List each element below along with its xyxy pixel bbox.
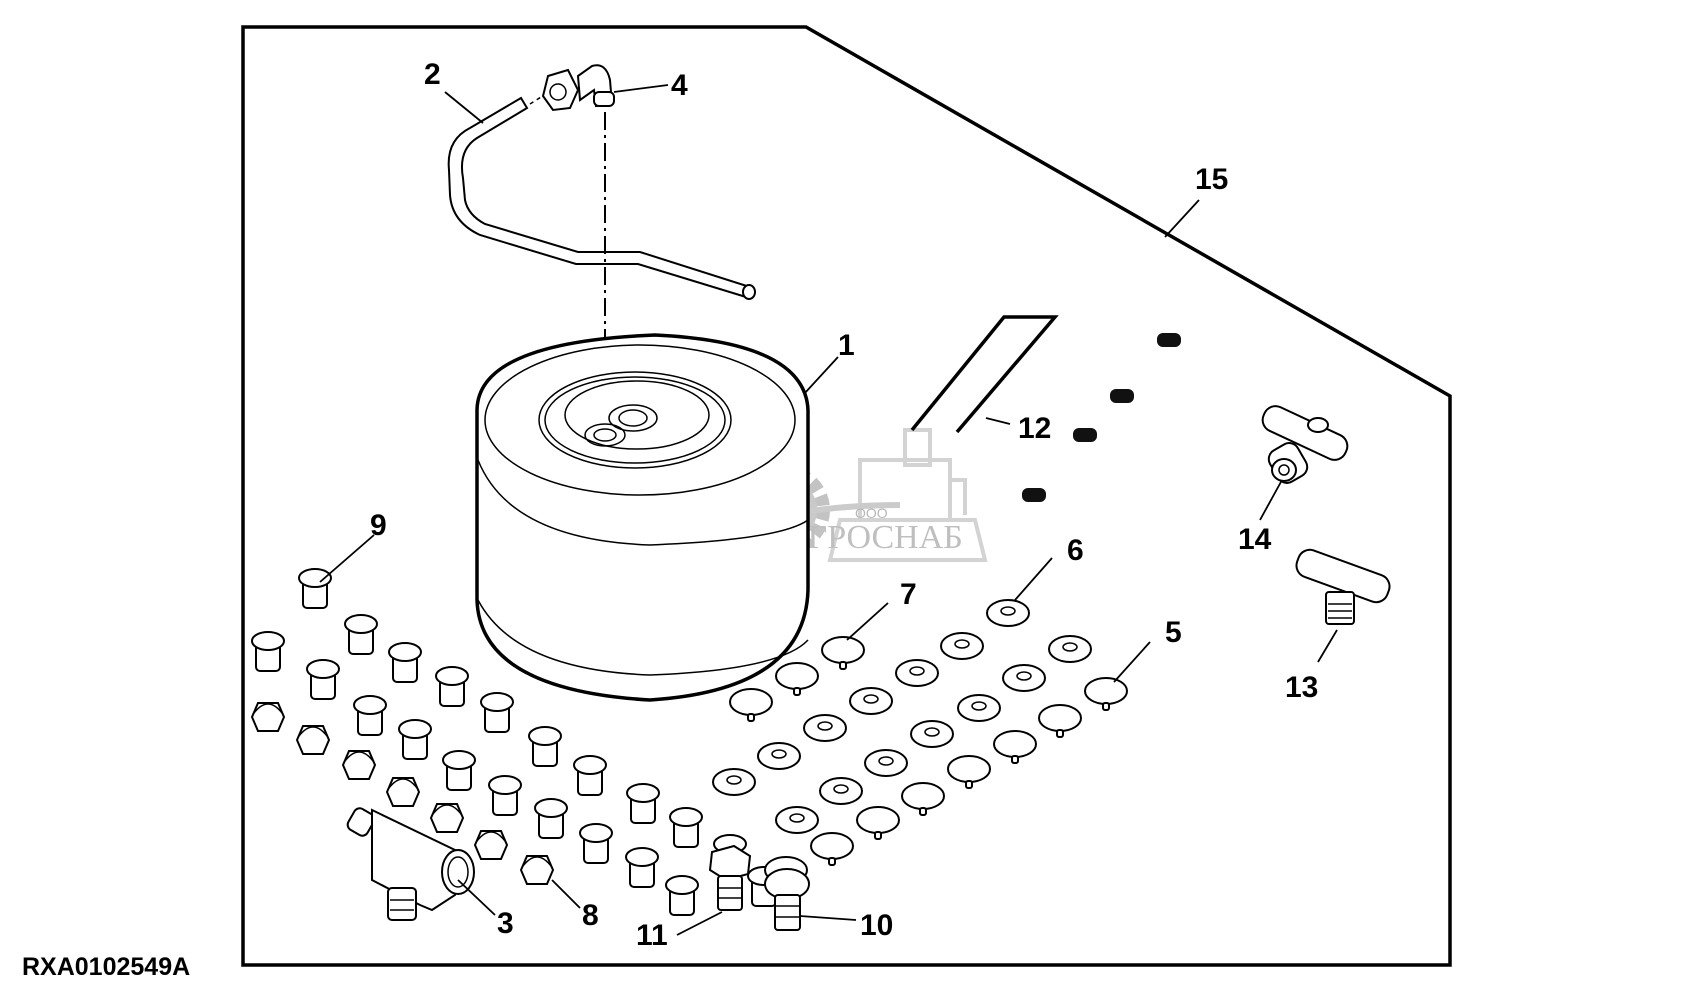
washer [712,768,756,796]
insert [298,568,332,609]
combine-harvester-icon [827,428,988,562]
callout-4: 4 [671,69,688,102]
insert [626,783,660,824]
plug [775,662,819,696]
insert [534,798,568,839]
cap-nut [473,830,509,860]
washer [849,687,893,715]
callout-8: 8 [582,899,599,932]
insert [488,775,522,816]
cap-nut [341,750,377,780]
plug [901,782,945,816]
screw [1073,428,1097,442]
washer [819,777,863,805]
cap-nut [519,855,555,885]
cap-nuts [250,702,555,885]
insert [306,659,340,700]
washer [757,742,801,770]
inserts [251,568,781,916]
insert [665,875,699,916]
insert [251,631,285,672]
washer [940,632,984,660]
insert [625,847,659,888]
tee-fitting [346,807,475,921]
carriage-bolt [764,868,810,931]
small-screws [1022,333,1181,502]
callout-7: 7 [900,578,917,611]
screw [1022,488,1046,502]
callout-15: 15 [1195,163,1228,196]
plug [1084,677,1128,711]
insert [344,614,378,655]
cap-nut [429,803,465,833]
insert [353,695,387,736]
cap-nut [250,702,286,732]
callout-10: 10 [860,909,893,942]
washer [957,694,1001,722]
strip [910,315,1059,434]
cap-nut [295,725,331,755]
callout-6: 6 [1067,534,1084,567]
callout-14: 14 [1238,523,1272,556]
insert [579,823,613,864]
plug [810,832,854,866]
callout-13: 13 [1285,671,1318,704]
callout-11: 11 [636,919,668,952]
callout-1: 1 [838,329,855,362]
callout-3: 3 [497,907,514,940]
plug [821,636,865,670]
insert [480,692,514,733]
plug [856,806,900,840]
washer [803,714,847,742]
insert [573,755,607,796]
washers [712,599,1092,834]
washer [1048,635,1092,663]
washer [1002,664,1046,692]
insert [435,666,469,707]
cap-nut [385,777,421,807]
insert [388,642,422,683]
callout-9: 9 [370,509,387,542]
plug [993,730,1037,764]
washer [864,749,908,777]
insert [442,750,476,791]
plug [947,755,991,789]
hex-bolt [708,844,752,911]
washer [895,659,939,687]
canister [475,333,810,702]
watermark-company-name: АГРОСНАБ [783,519,963,556]
washer [775,806,819,834]
leader-lines [319,84,1338,936]
callout-labels: 1 2 3 4 5 6 7 8 9 10 11 12 13 14 15 [370,58,1318,952]
callout-2: 2 [424,58,441,91]
insert [669,807,703,848]
watermark-prefix: ООО [855,505,888,521]
screw [1157,333,1181,347]
insert [398,719,432,760]
callout-12: 12 [1018,412,1051,445]
elbow-fitting [541,64,615,112]
washer [986,599,1030,627]
washer [910,720,954,748]
cross-connector [1261,405,1349,484]
insert [528,726,562,767]
screw [1110,389,1134,403]
plug [729,688,773,722]
plug [1038,704,1082,738]
kit-border [241,25,1452,967]
tee-connector [1295,548,1391,625]
figure-code: RXA0102549A [22,953,190,981]
callout-5: 5 [1165,616,1182,649]
hose [447,96,756,300]
